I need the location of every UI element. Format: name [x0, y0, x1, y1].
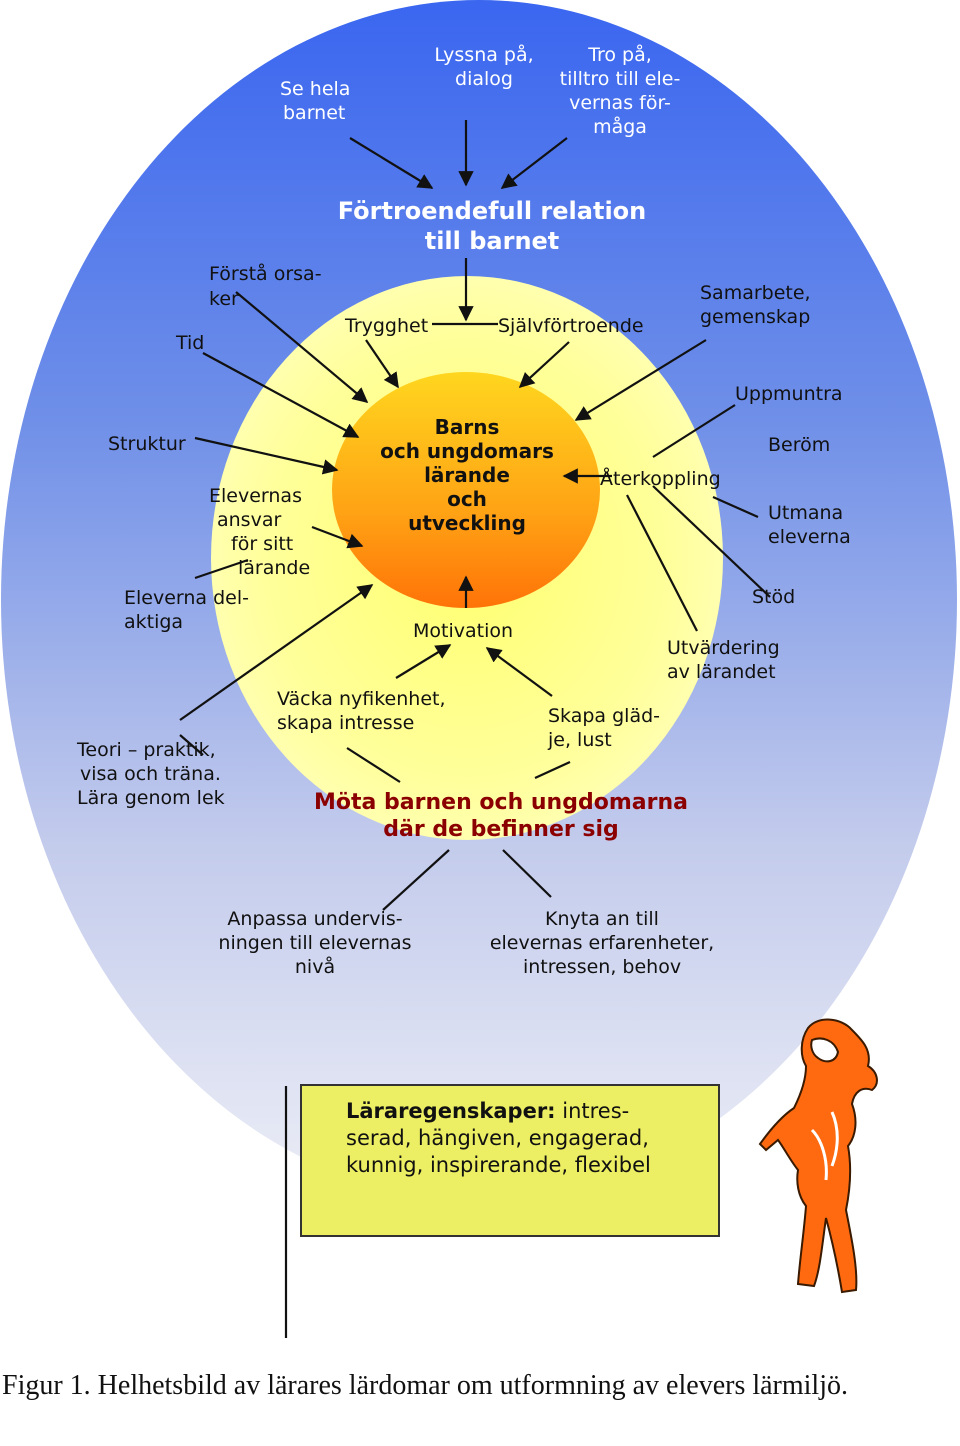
label-aterkoppling: Återkoppling: [600, 467, 721, 490]
label-lyssna: Lyssna på,dialog: [434, 43, 533, 90]
label-motivation: Motivation: [413, 620, 513, 642]
teacher-qualities-box: Läraregenskaper: intres- serad, hängiven…: [300, 1084, 720, 1237]
center-circle: [332, 372, 600, 608]
label-stod: Stöd: [752, 586, 795, 608]
teacher-qualities-line1: Läraregenskaper: intres-: [346, 1099, 630, 1123]
label-skapa-gladje: Skapa gläd-je, lust: [547, 705, 660, 751]
label-teori: Teori – praktik,visa och träna.Lära geno…: [76, 739, 225, 809]
teacher-figure-icon: [758, 1018, 878, 1294]
label-tro-pa: Tro på,tilltro till ele-vernas för-måga: [560, 43, 681, 138]
label-delaktiga: Eleverna del-aktiga: [124, 587, 249, 633]
label-forsta-orsaker: Förstå orsa-ker: [209, 262, 322, 310]
label-vacka-nyfikenhet: Väcka nyfikenhet,skapa intresse: [277, 688, 446, 734]
teacher-qualities-line3: kunnig, inspirerande, flexibel: [346, 1153, 651, 1177]
connectors: [179, 120, 771, 1338]
label-berom: Beröm: [768, 434, 830, 456]
label-uppmuntra: Uppmuntra: [735, 383, 843, 405]
label-struktur: Struktur: [108, 433, 186, 455]
label-trygghet: Trygghet: [344, 315, 428, 337]
label-samarbete: Samarbete,gemenskap: [700, 282, 811, 328]
label-sjalvfortroende: Självförtroende: [498, 315, 644, 337]
teacher-qualities-line2: serad, hängiven, engagerad,: [346, 1126, 649, 1150]
figure-caption: Figur 1. Helhetsbild av lärares lärdomar…: [2, 1370, 848, 1401]
label-tid: Tid: [175, 332, 204, 354]
